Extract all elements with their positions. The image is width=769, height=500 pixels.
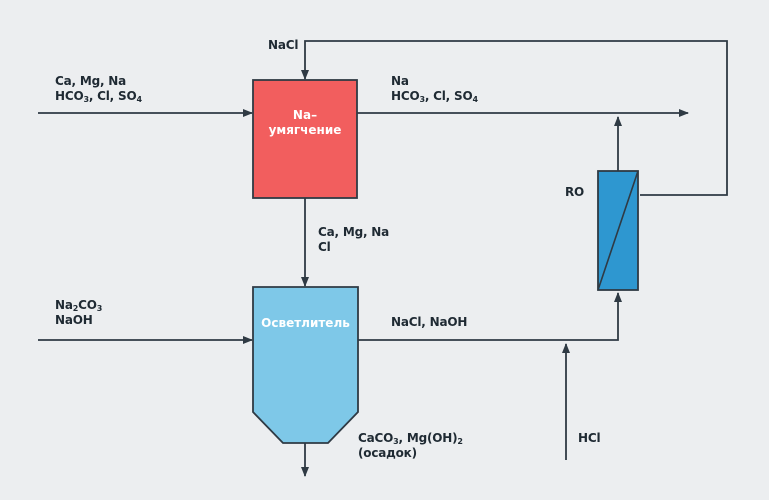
softened-out-subscript: 3 — [419, 95, 425, 104]
reagents-in-line2: NaOH — [55, 313, 93, 327]
acid-in-label: HCl — [578, 431, 601, 445]
feed-in-label: Ca, Mg, Na HCO3, Cl, SO4 — [55, 74, 142, 104]
clarified-out-label: NaCl, NaOH — [391, 315, 468, 329]
feed-in-line2-part: , Cl, SO — [88, 89, 137, 103]
reagents-subscript: 3 — [96, 304, 103, 313]
feed-in-subscript: 3 — [83, 95, 89, 104]
softened-out-line2-part: , Cl, SO — [424, 89, 473, 103]
clarified-line — [358, 292, 622, 341]
reagents-subscript: 2 — [72, 304, 79, 313]
reagents-part: Na — [55, 298, 73, 312]
regen-waste-line2: Cl — [318, 240, 331, 254]
feed-in-line1: Ca, Mg, Na — [55, 74, 127, 88]
feed-in-line2: HCO3, Cl, SO4 — [55, 89, 142, 104]
softened-out-line2: HCO3, Cl, SO4 — [391, 89, 478, 104]
clarifier-unit — [252, 286, 359, 444]
sludge-subscript: 2 — [457, 437, 463, 446]
sludge-part: CaCO — [358, 431, 394, 445]
feed-in-line2-part: HCO — [55, 89, 84, 103]
regen-waste-line1: Ca, Mg, Na — [318, 225, 390, 239]
reagents-part: CO — [78, 298, 97, 312]
softener-title-line2: умягчение — [268, 123, 342, 137]
softened-out-line1: Na — [391, 74, 409, 88]
nacl-recycle-label: NaCl — [268, 38, 299, 52]
softener-unit — [252, 79, 358, 199]
sludge-part: , Mg(OH) — [398, 431, 458, 445]
softener-title-line1: Na– — [292, 108, 318, 122]
clarifier-title: Осветлитель — [261, 316, 350, 330]
ro-title: RO — [565, 185, 585, 199]
sludge-line1: CaCO3, Mg(OH)2 — [358, 431, 463, 446]
reagents-in-label: Na2CO3 NaOH — [55, 298, 102, 328]
regen-waste-label: Ca, Mg, Na Cl — [318, 225, 389, 255]
reagents-in-line1: Na2CO3 — [55, 298, 102, 313]
sludge-subscript: 3 — [393, 437, 399, 446]
recycle-line — [301, 40, 728, 196]
feed-in-subscript: 4 — [136, 95, 142, 104]
softened-out-label: Na HCO3, Cl, SO4 — [391, 74, 478, 104]
ro-membrane — [597, 170, 639, 291]
softened-out-subscript: 4 — [472, 95, 478, 104]
softener-title: Na– умягчение — [253, 108, 357, 138]
softened-out-line2-part: HCO — [391, 89, 420, 103]
sludge-line2: (осадок) — [358, 446, 417, 460]
sludge-label: CaCO3, Mg(OH)2 (осадок) — [358, 431, 463, 461]
